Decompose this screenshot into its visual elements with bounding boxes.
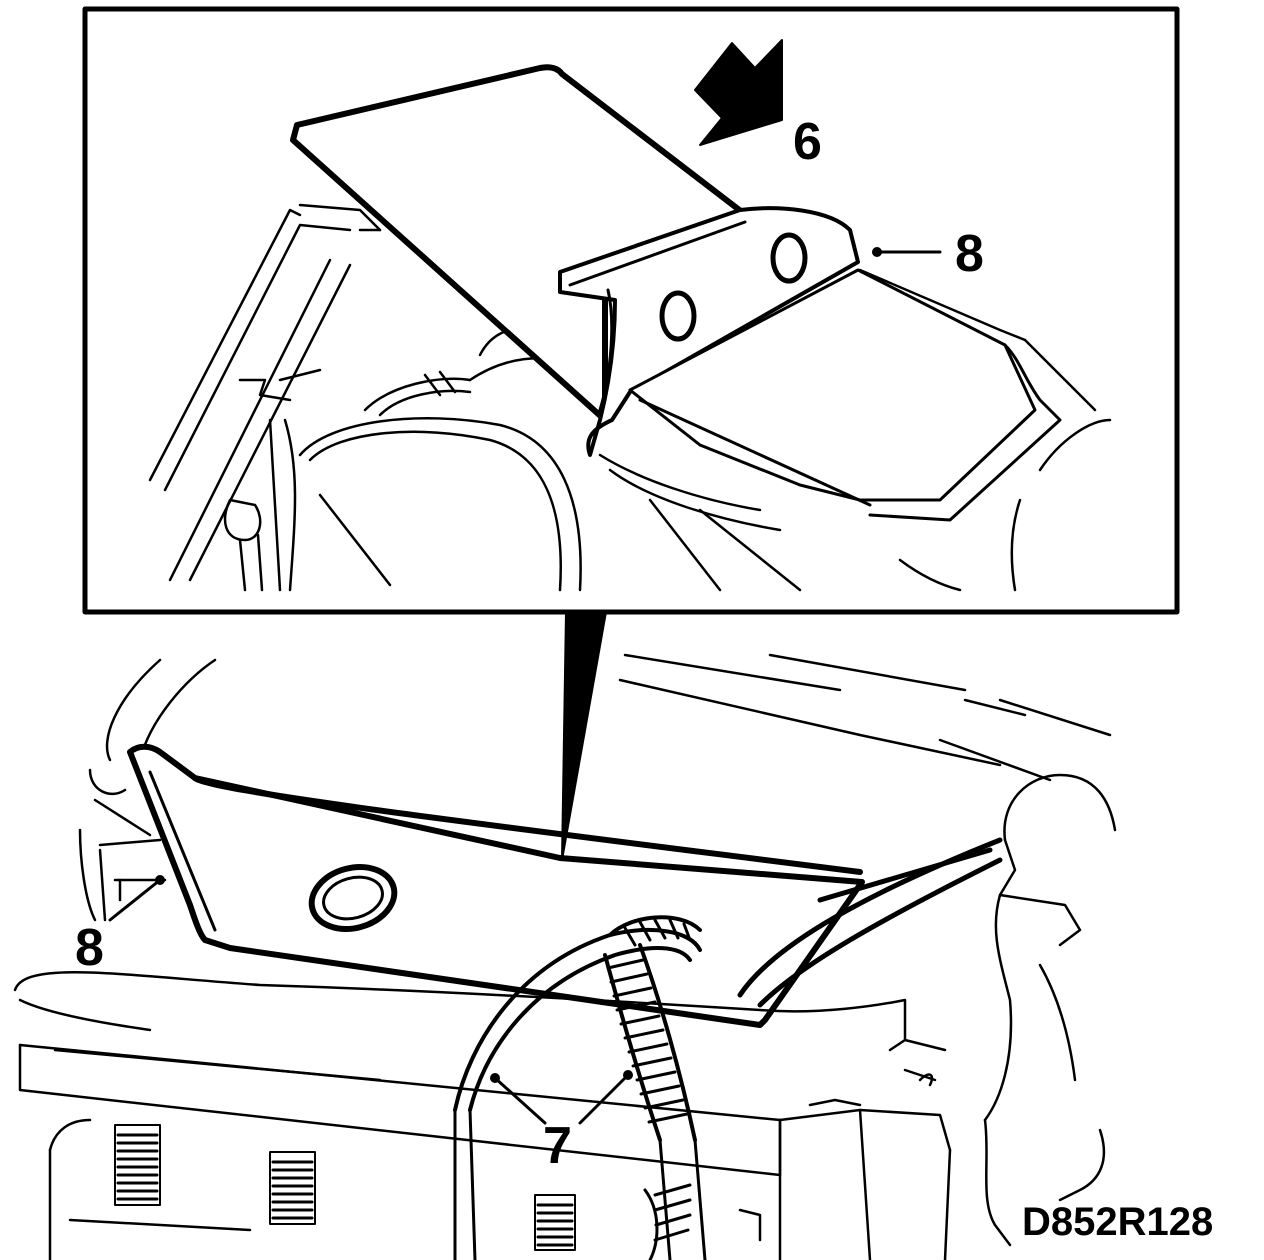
leader-7a — [493, 1076, 547, 1125]
leader-7b — [578, 1073, 630, 1125]
leader-8-left — [108, 878, 162, 922]
callout-8-left: 8 — [75, 919, 104, 977]
callout-7: 7 — [543, 1117, 572, 1175]
callout-8-top: 8 — [955, 225, 984, 283]
main-plate — [127, 743, 865, 1028]
detail-inset — [82, 6, 1180, 861]
detail-pointer — [561, 611, 607, 861]
main-view — [13, 653, 1117, 1260]
callout-arrow-6 — [694, 39, 783, 146]
plate-hole — [308, 864, 398, 932]
bracket-hole — [659, 290, 697, 342]
callout-6: 6 — [793, 113, 822, 171]
conduit — [603, 953, 662, 1142]
inset-pillar — [148, 203, 382, 592]
inset-panel — [628, 268, 1097, 522]
spring-coils — [114, 1124, 576, 1251]
inset-bracket — [558, 206, 860, 457]
figure-code: D852R128 — [1022, 1200, 1214, 1244]
bracket-hole — [770, 232, 808, 284]
inset-background-parts — [298, 327, 1112, 592]
